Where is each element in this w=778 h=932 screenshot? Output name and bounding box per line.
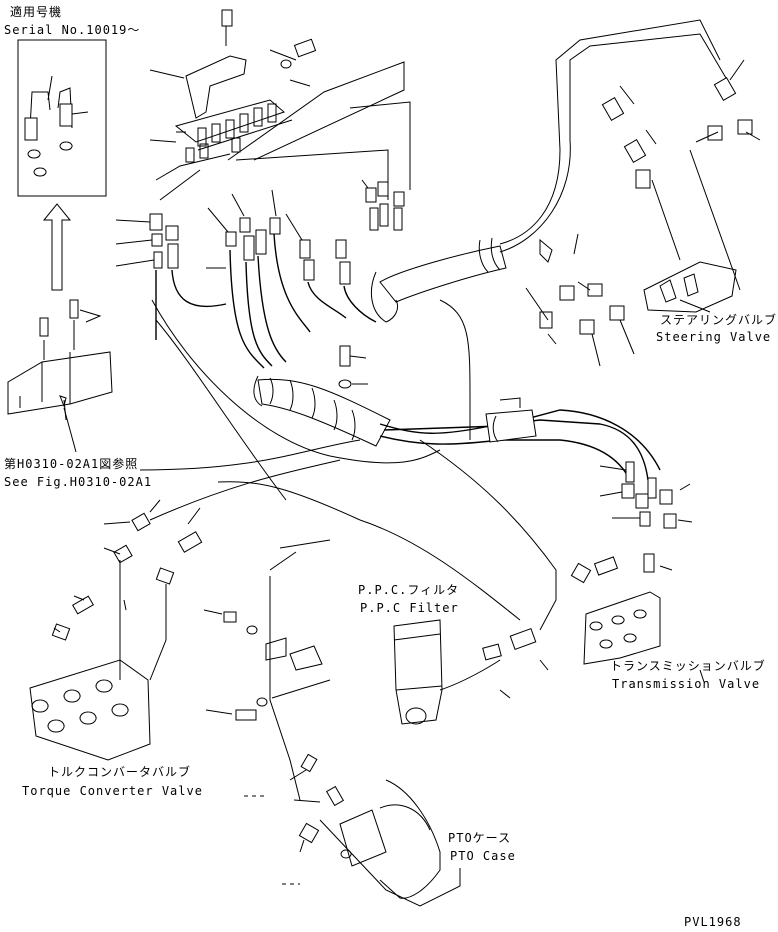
transmission-valve (570, 461, 693, 665)
reference-figure-jp: 第H0310-02A1図参照 (4, 457, 139, 471)
ppc-filter-label-jp: P.P.C.フィルタ (358, 583, 460, 597)
pto-case-label-jp: PTOケース (448, 831, 512, 845)
left-fittings (115, 179, 405, 285)
pto-case-label-en: PTO Case (450, 849, 516, 863)
serial-applicability-jp: 適用号機 (10, 5, 63, 19)
ppc-filter (393, 619, 549, 725)
transmission-valve-label-jp: トランスミッションバルブ (610, 659, 766, 673)
serial-inset (17, 39, 107, 197)
serial-applicability-en: Serial No.10019～ (4, 23, 141, 37)
transmission-valve-label-en: Transmission Valve (612, 677, 761, 691)
steering-valve-label-en: Steering Valve (656, 330, 772, 344)
upper-manifold (149, 9, 317, 163)
up-arrow (42, 203, 72, 291)
reference-figure-en: See Fig.H0310-02A1 (4, 475, 153, 489)
ppc-filter-label-en: P.P.C Filter (360, 601, 459, 615)
steering-valve-label-jp: ステアリングバルブ (660, 313, 778, 327)
torque-converter-valve-label-en: Torque Converter Valve (22, 784, 203, 798)
pto-case (319, 779, 461, 907)
torque-converter-valve (29, 499, 203, 761)
torque-converter-valve-label-jp: トルクコンバータバルブ (48, 765, 192, 779)
label-leaders (244, 299, 711, 885)
steering-valve (525, 59, 761, 367)
hose-bundle (139, 19, 727, 631)
reference-block (7, 299, 113, 453)
center-bracket (203, 345, 368, 853)
drawing-code: PVL1968 (684, 915, 742, 929)
